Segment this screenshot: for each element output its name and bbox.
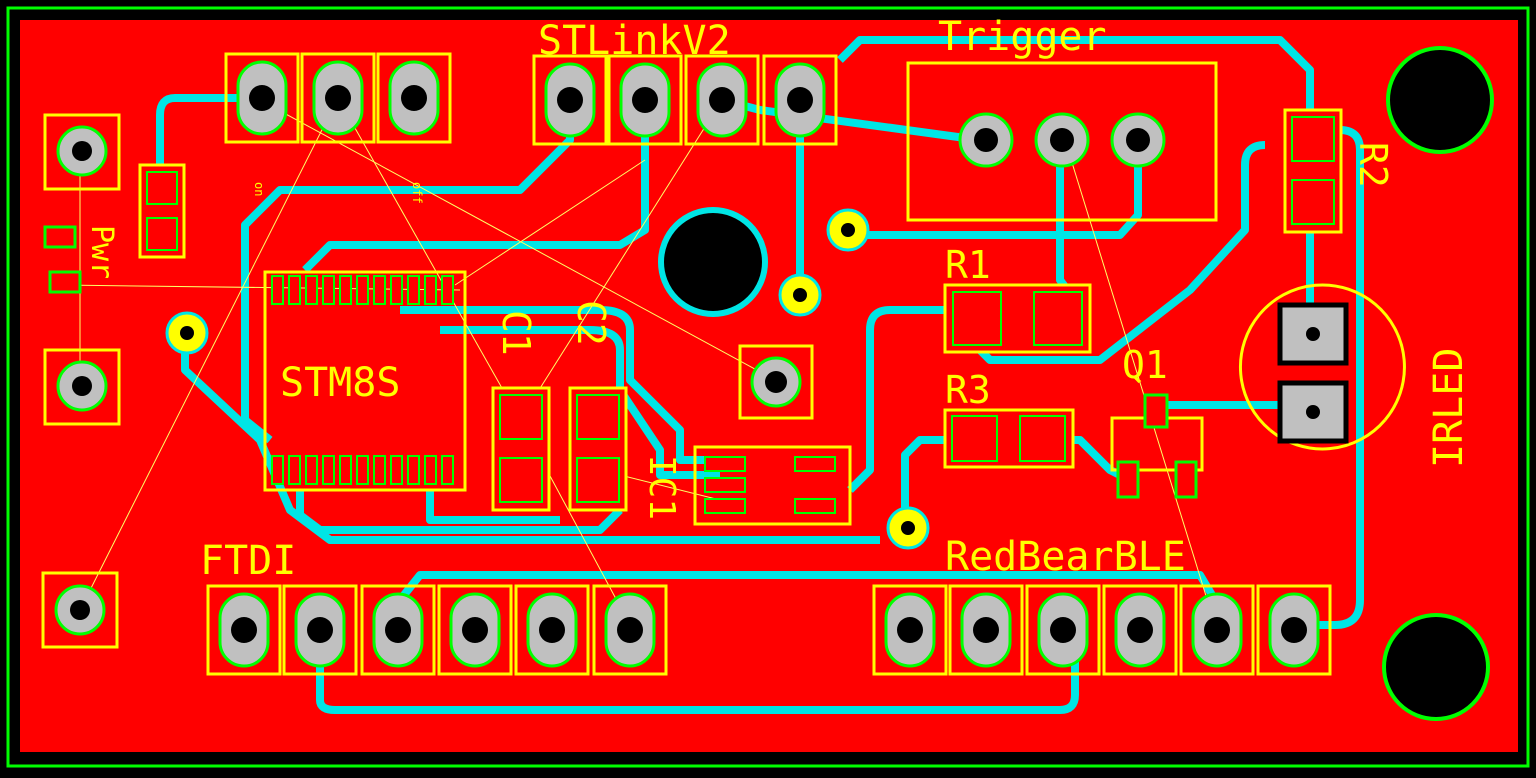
vias (165, 208, 930, 550)
trace (847, 306, 950, 493)
label-ftdi: FTDI (200, 538, 296, 584)
switch-pad-outline (43, 348, 121, 426)
traces (156, 36, 1364, 714)
label-redbear: RedBearBLE (945, 534, 1186, 580)
label-trigger: Trigger (938, 14, 1107, 60)
label-on: on (252, 182, 266, 196)
label-r2: R2 (1351, 142, 1395, 188)
power-header (224, 52, 452, 144)
ratsnest-line (454, 159, 646, 286)
trace (156, 94, 262, 210)
board-outline (6, 6, 1530, 768)
trace (241, 100, 574, 444)
switch-pad-outline (41, 571, 119, 649)
label-ic1: IC1 (641, 455, 682, 520)
ratsnest-line (259, 99, 776, 381)
q1-transistor (1110, 393, 1204, 499)
ratsnest-line (337, 97, 521, 421)
label-off: off (410, 182, 424, 204)
trigger-outline (906, 61, 1218, 222)
label-stlink: STLinkV2 (538, 18, 731, 64)
label-r1: R1 (945, 243, 991, 287)
trace (316, 630, 1079, 714)
trace (296, 490, 623, 534)
switch-pads (41, 113, 186, 649)
ic1-chip (693, 445, 852, 526)
trace (400, 306, 720, 464)
resistors (943, 108, 1343, 469)
capacitors (491, 386, 628, 512)
trace (860, 150, 1142, 239)
stm8s-outline (263, 270, 467, 492)
stm8s-chip (263, 270, 467, 492)
stlink-header (532, 54, 838, 146)
label-stm8s: STM8S (280, 360, 400, 406)
trace (426, 490, 560, 524)
trace (977, 141, 1266, 364)
label-r3: R3 (945, 368, 991, 412)
led-pad (48, 270, 82, 294)
label-c1: C1 (494, 310, 538, 356)
trace (440, 326, 720, 479)
trigger-connector (906, 61, 1218, 222)
ratsnest-line (519, 99, 723, 421)
trace (302, 100, 649, 273)
trace (901, 436, 950, 520)
ratsnest-line (79, 97, 339, 611)
mounting-hole (1382, 613, 1490, 721)
ic1-outline (693, 445, 852, 526)
mounting-hole (658, 207, 768, 317)
irled-outline (1238, 283, 1406, 432)
trace (837, 36, 1314, 115)
irled-pad (1277, 302, 1349, 366)
trace (1295, 126, 1364, 629)
mounting-holes (658, 46, 1494, 721)
label-irled: IRLED (1426, 348, 1472, 468)
mounting-hole (1386, 46, 1494, 154)
label-pwr: Pwr (84, 225, 119, 279)
label-c2: C2 (569, 300, 613, 346)
test-pad (738, 344, 814, 420)
irled (1238, 283, 1406, 451)
switch-pad-outline (43, 113, 121, 191)
label-q1: Q1 (1122, 343, 1168, 387)
led-pad (43, 225, 77, 249)
